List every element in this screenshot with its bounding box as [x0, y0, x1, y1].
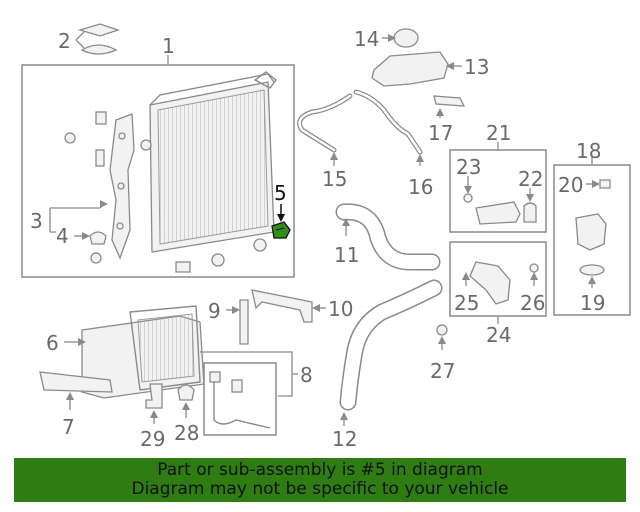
callout-8: 8	[300, 363, 313, 387]
part-14-cap	[393, 28, 419, 48]
part-24-outlet	[469, 261, 511, 305]
part-12-lower-hose	[339, 279, 443, 411]
part-16-tube	[353, 89, 423, 155]
callout-27: 27	[430, 359, 455, 383]
callout-11: 11	[334, 243, 359, 267]
part-28-clip	[177, 384, 195, 401]
radiator-assembly-box	[21, 64, 295, 278]
callout-2: 2	[58, 29, 71, 53]
info-banner: Part or sub-assembly is #5 in diagram Di…	[14, 458, 626, 502]
part-13-reservoir	[371, 51, 449, 87]
callout-29: 29	[140, 427, 165, 451]
part-3-side-bracket	[64, 113, 152, 264]
part-2-grommets	[75, 23, 121, 55]
callout-9: 9	[208, 299, 221, 323]
part-17-hose	[433, 95, 466, 107]
part-9-bracket	[239, 299, 249, 345]
callout-1: 1	[162, 34, 175, 58]
callout-14: 14	[354, 27, 379, 51]
part-5-highlighted	[271, 204, 291, 239]
callout-28: 28	[174, 421, 199, 445]
banner-line-2: Diagram may not be specific to your vehi…	[131, 479, 509, 499]
part-10-support	[251, 289, 313, 323]
callout-17: 17	[428, 121, 453, 145]
callout-18: 18	[576, 139, 601, 163]
callout-5: 5	[274, 181, 287, 205]
callout-3: 3	[30, 209, 43, 233]
banner-line-1: Part or sub-assembly is #5 in diagram	[157, 460, 483, 480]
callout-21: 21	[486, 121, 511, 145]
part-11-upper-hose	[335, 203, 441, 271]
callout-15: 15	[322, 167, 347, 191]
callout-19: 19	[580, 291, 605, 315]
part-22-gasket	[523, 202, 537, 223]
part-29-clip	[145, 383, 163, 409]
callout-4: 4	[56, 224, 69, 248]
part-27-bolt	[436, 324, 448, 336]
callout-23: 23	[456, 155, 481, 179]
callout-25: 25	[454, 291, 479, 315]
part-8-harness-box	[203, 362, 277, 436]
callout-10: 10	[328, 297, 353, 321]
callout-13: 13	[464, 55, 489, 79]
part-7-deflector	[39, 371, 113, 393]
callout-6: 6	[46, 331, 59, 355]
callout-12: 12	[332, 427, 357, 451]
part-21-housing	[475, 201, 521, 225]
part-19-seal	[579, 264, 605, 276]
part-8-harness	[213, 378, 271, 429]
callout-26: 26	[520, 291, 545, 315]
callout-20: 20	[558, 173, 583, 197]
callout-24: 24	[486, 323, 511, 347]
callout-16: 16	[408, 175, 433, 199]
part-18-thermostat	[575, 213, 607, 251]
callout-22: 22	[518, 167, 543, 191]
radiator-core	[95, 71, 277, 273]
callout-7: 7	[62, 415, 75, 439]
part-15-tube	[297, 93, 353, 153]
